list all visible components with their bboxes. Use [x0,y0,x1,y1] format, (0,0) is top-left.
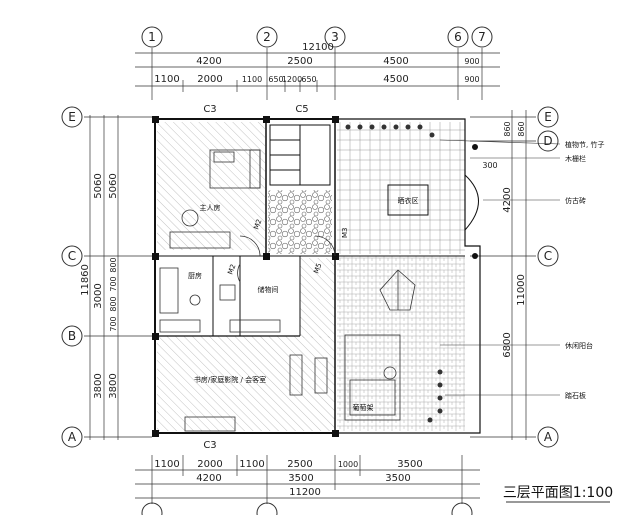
dim-bottom-mid-1: 4200 [196,473,221,484]
dim-right-long: 11000 [516,274,527,306]
dim-left-inner-3: 700 [109,276,118,291]
columns [152,116,478,437]
dim-bottom-mid-2: 3500 [288,473,313,484]
dim-top-sub-1: 1100 [154,74,179,85]
dims-top [135,48,500,100]
axis-col-6: 6 [454,30,462,44]
label-storage: 储物间 [258,285,279,294]
axis-top: 1 2 3 6 7 [141,26,493,48]
axis-col-3: 3 [331,30,339,44]
drawing-title: 三层平面图1:100 [503,485,613,501]
dim-bottom-mid-3: 3500 [385,473,410,484]
dim-top-sub-2: 2000 [197,74,222,85]
callout-stone: 踏石板 [565,391,586,400]
dim-left-inner-5: 700 [109,316,118,331]
dim-top-sub-5: 1200 [282,75,302,84]
axis-row-d-right: D [543,134,552,148]
axis-col-2: 2 [263,30,271,44]
dim-right-top-1: 860 [503,121,512,136]
dim-left-total: 11860 [80,264,91,296]
dims-bottom [135,455,480,504]
dim-left-outer-2: 3000 [93,283,104,308]
dim-bottom-total: 11200 [289,487,321,498]
axis-row-b-left: B [68,329,76,343]
dim-top-sub-8: 900 [464,75,479,84]
dim-right-top-3: 300 [482,161,497,170]
dim-top-sub-4: 650 [268,75,283,84]
dim-left-inner-4: 800 [109,296,118,311]
window-c3-bottom: C3 [203,440,216,451]
label-study: 书房/家庭影院 / 会客室 [194,375,266,384]
callout-terrace: 休闲阳台 [565,341,593,350]
dim-bottom-sub-6: 3500 [397,459,422,470]
axis-bottom [141,502,473,515]
axis-col-1: 1 [148,30,156,44]
window-c5: C5 [295,104,308,115]
dim-left-outer-3: 3800 [93,373,104,398]
dim-top-seg-1: 4200 [196,56,221,67]
floor-areas [157,122,465,431]
dim-left-inner-1: 5060 [108,173,119,198]
dim-left-outer-1: 5060 [93,173,104,198]
label-bath: 厨房 [188,271,202,280]
dim-left-inner-2: 800 [109,257,118,272]
axis-right: E D C A [537,106,559,448]
dim-bottom-sub-1: 1100 [154,459,179,470]
label-door-1: M2 [252,218,263,231]
dim-top-seg-4: 900 [464,57,479,66]
dim-top-sub-7: 4500 [383,74,408,85]
dims-left [84,115,152,440]
label-door-3: M2 [226,263,237,276]
callout-plants: 植物节, 竹子 [565,140,604,149]
walls [154,118,481,434]
dim-bottom-sub-5: 1000 [338,460,358,469]
axis-row-a-left: A [68,430,77,444]
label-bedroom: 主人房 [200,203,221,212]
axis-row-c-right: C [544,249,552,263]
dim-top-sub-3: 1100 [242,75,262,84]
dim-bottom-sub-3: 1100 [239,459,264,470]
dim-right-top-2: 860 [517,121,526,136]
window-c3-top: C3 [203,104,216,115]
plants [345,124,443,423]
label-pergola: 葡萄架 [353,403,374,412]
callout-brick: 仿古砖 [565,196,586,205]
dim-bottom-sub-4: 2500 [287,459,312,470]
dims-right [470,110,536,440]
axis-row-e-right: E [544,110,552,124]
callout-lines [439,139,561,396]
label-door-2: M3 [341,228,349,239]
dim-left-inner-6: 3800 [108,373,119,398]
dim-top-sub-6: 650 [301,75,316,84]
axis-row-e-left: E [68,110,76,124]
furniture [159,149,416,432]
label-door-4: M5 [312,262,323,275]
dim-top-seg-2: 2500 [287,56,312,67]
axis-row-c-left: C [68,249,76,263]
dim-bottom-sub-2: 2000 [197,459,222,470]
dim-top-seg-3: 4500 [383,56,408,67]
axis-col-7: 7 [478,30,486,44]
dim-top-total: 12100 [302,42,334,53]
label-laundry: 晒衣区 [398,196,419,205]
callout-fence: 木栅栏 [565,154,586,163]
axis-row-a-right: A [544,430,553,444]
axis-left: E C B A [61,106,83,448]
